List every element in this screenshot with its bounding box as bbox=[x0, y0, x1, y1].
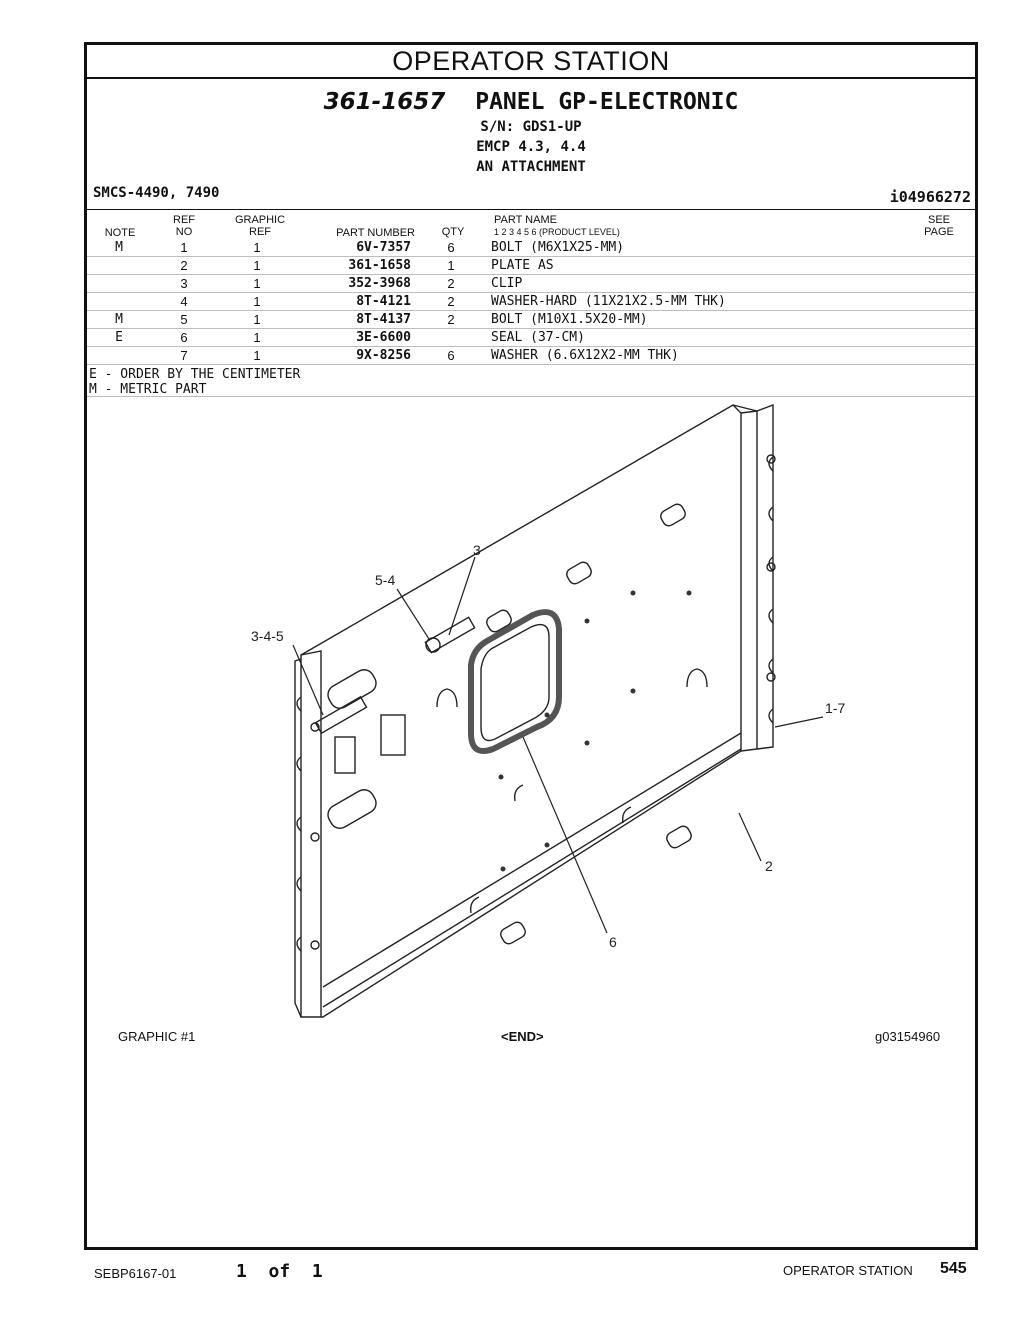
row-part-number[interactable]: 6V-7357 bbox=[297, 239, 411, 257]
row-part-name: WASHER-HARD (11X21X2.5-MM THK) bbox=[491, 292, 975, 311]
parts-table-body: M 1 1 6V-7357 6 BOLT (M6X1X25-MM) 2 1 36… bbox=[87, 239, 975, 365]
header-note: NOTE bbox=[104, 227, 136, 239]
footnote-e: E - ORDER BY THE CENTIMETER bbox=[89, 367, 301, 382]
seal-window bbox=[468, 609, 562, 754]
row-part-name: PLATE AS bbox=[491, 256, 975, 275]
row-qty: 6 bbox=[411, 346, 491, 365]
callout-2: 2 bbox=[765, 858, 773, 874]
plate-outline bbox=[300, 404, 742, 1018]
left-flange bbox=[300, 650, 322, 1017]
row-graphic-ref: 1 bbox=[217, 256, 297, 275]
row-qty bbox=[411, 328, 491, 347]
row-ref: 6 bbox=[151, 328, 217, 347]
row-note bbox=[87, 274, 151, 293]
row-note bbox=[87, 346, 151, 365]
row-part-name: CLIP bbox=[491, 274, 975, 293]
row-part-number[interactable]: 8T-4121 bbox=[297, 292, 411, 311]
illustration-id: i04966272 bbox=[889, 188, 971, 206]
row-part-number[interactable]: 352-3968 bbox=[297, 274, 411, 293]
group-part-number: 361-1657 bbox=[323, 89, 446, 115]
table-row: E 6 1 3E-6600 SEAL (37-CM) bbox=[87, 328, 975, 347]
callout-6: 6 bbox=[609, 934, 617, 950]
clip-strip-upper bbox=[424, 616, 476, 654]
table-row: 2 1 361-1658 1 PLATE AS bbox=[87, 256, 975, 275]
callout-3-4-5: 3-4-5 bbox=[251, 628, 284, 644]
parts-table: M 1 1 6V-7357 6 BOLT (M6X1X25-MM) 2 1 36… bbox=[87, 239, 975, 365]
row-part-number[interactable]: 361-1658 bbox=[297, 256, 411, 275]
subtitle-attachment: AN ATTACHMENT bbox=[476, 159, 586, 175]
row-qty: 2 bbox=[411, 310, 491, 329]
header-part-number: PART NUMBER bbox=[336, 227, 415, 239]
table-row: M 1 1 6V-7357 6 BOLT (M6X1X25-MM) bbox=[87, 239, 975, 257]
row-part-name: BOLT (M10X1.5X20-MM) bbox=[491, 310, 975, 329]
row-ref: 1 bbox=[151, 239, 217, 257]
row-part-number[interactable]: 3E-6600 bbox=[297, 328, 411, 347]
table-row: M 5 1 8T-4137 2 BOLT (M10X1.5X20-MM) bbox=[87, 310, 975, 329]
row-note: E bbox=[87, 328, 151, 347]
footer-section: OPERATOR STATION bbox=[783, 1263, 913, 1278]
row-ref: 5 bbox=[151, 310, 217, 329]
row-note bbox=[87, 292, 151, 311]
serial-range: S/N: GDS1-UP bbox=[480, 119, 582, 135]
subtitle-emcp: EMCP 4.3, 4.4 bbox=[476, 139, 586, 155]
header-rule bbox=[87, 209, 975, 210]
row-note: M bbox=[87, 239, 151, 257]
row-graphic-ref: 1 bbox=[217, 310, 297, 329]
callout-1-7: 1-7 bbox=[825, 700, 845, 716]
row-qty: 2 bbox=[411, 274, 491, 293]
clip-strip-lower bbox=[314, 695, 368, 735]
header-part-name: PART NAME 1 2 3 4 5 6 (PRODUCT LEVEL) bbox=[494, 214, 814, 238]
footnotes: E - ORDER BY THE CENTIMETER M - METRIC P… bbox=[89, 367, 300, 397]
header-qty: QTY bbox=[441, 226, 465, 238]
footnote-m: M - METRIC PART bbox=[89, 382, 207, 397]
row-note bbox=[87, 256, 151, 275]
doc-number: SEBP6167-01 bbox=[94, 1266, 177, 1281]
exploded-view-illustration: 3 5-4 3-4-5 1-7 2 6 bbox=[251, 403, 845, 1018]
row-part-number[interactable]: 9X-8256 bbox=[297, 346, 411, 365]
notes-rule bbox=[87, 396, 975, 397]
smcs-codes: SMCS-4490, 7490 bbox=[93, 185, 220, 201]
table-row: 7 1 9X-8256 6 WASHER (6.6X12X2-MM THK) bbox=[87, 346, 975, 365]
row-part-name: BOLT (M6X1X25-MM) bbox=[491, 239, 975, 257]
product-levels: 1 2 3 4 5 6 (PRODUCT LEVEL) bbox=[494, 227, 620, 237]
section-title: OPERATOR STATION bbox=[87, 45, 975, 79]
row-graphic-ref: 1 bbox=[217, 328, 297, 347]
row-qty: 6 bbox=[411, 239, 491, 257]
row-graphic-ref: 1 bbox=[217, 292, 297, 311]
right-flange bbox=[732, 404, 758, 752]
row-ref: 3 bbox=[151, 274, 217, 293]
row-graphic-ref: 1 bbox=[217, 239, 297, 257]
right-flange-edge bbox=[756, 403, 774, 750]
row-part-name: SEAL (37-CM) bbox=[491, 328, 975, 347]
row-note: M bbox=[87, 310, 151, 329]
end-marker: <END> bbox=[501, 1029, 544, 1044]
row-graphic-ref: 1 bbox=[217, 274, 297, 293]
table-row: 3 1 352-3968 2 CLIP bbox=[87, 274, 975, 293]
group-part-name: PANEL GP-ELECTRONIC bbox=[475, 89, 739, 115]
callout-5-4: 5-4 bbox=[375, 572, 395, 588]
bottom-flange-top bbox=[322, 732, 742, 988]
row-ref: 4 bbox=[151, 292, 217, 311]
row-graphic-ref: 1 bbox=[217, 346, 297, 365]
page-frame: OPERATOR STATION 361-1657 PANEL GP-ELECTR… bbox=[84, 42, 978, 1250]
row-part-name: WASHER (6.6X12X2-MM THK) bbox=[491, 346, 975, 365]
callout-3: 3 bbox=[473, 542, 481, 558]
graphic-caption: GRAPHIC #1 bbox=[118, 1029, 196, 1044]
page-of: 1 of 1 bbox=[236, 1261, 323, 1282]
graphic-id: g03154960 bbox=[875, 1029, 941, 1044]
part-title-line: 361-1657 PANEL GP-ELECTRONIC bbox=[87, 89, 975, 115]
row-qty: 2 bbox=[411, 292, 491, 311]
table-row: 4 1 8T-4121 2 WASHER-HARD (11X21X2.5-MM … bbox=[87, 292, 975, 311]
row-ref: 2 bbox=[151, 256, 217, 275]
page-number: 545 bbox=[940, 1260, 967, 1277]
row-part-number[interactable]: 8T-4137 bbox=[297, 310, 411, 329]
bolt-washer bbox=[425, 637, 441, 653]
row-qty: 1 bbox=[411, 256, 491, 275]
row-ref: 7 bbox=[151, 346, 217, 365]
